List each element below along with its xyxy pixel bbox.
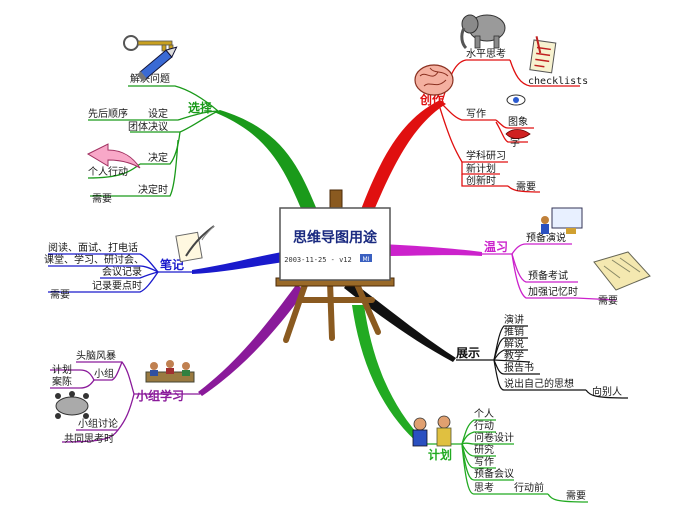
select-item-8: 需要 bbox=[92, 193, 112, 205]
present-item-4: 教学 bbox=[504, 349, 524, 362]
branch-label-create: 创作 bbox=[419, 92, 444, 107]
present-item-2: 推销 bbox=[504, 325, 524, 338]
branch-label-plan: 计划 bbox=[428, 447, 452, 462]
central-title: 思维导图用途 bbox=[293, 229, 378, 246]
create-item-5: 字 bbox=[510, 136, 520, 149]
checklist-icon bbox=[529, 36, 557, 74]
group-item-6: 共同思考时 bbox=[64, 433, 114, 445]
create-item-6: 学科研习 bbox=[466, 149, 506, 162]
eye-icon bbox=[506, 94, 526, 106]
create-item-7: 新计划 bbox=[466, 162, 496, 175]
group-item-5: 小组讨论 bbox=[78, 417, 118, 430]
plan-item-8: 行动前 bbox=[514, 481, 544, 494]
create-item-1: 水平思考 bbox=[466, 48, 506, 60]
plan-item-9: 需要 bbox=[566, 490, 586, 502]
group-item-3: 案陈 bbox=[52, 375, 72, 388]
people-icon bbox=[412, 415, 452, 447]
branch-label-notes: 笔记 bbox=[160, 257, 184, 272]
branch-create-trunk bbox=[360, 100, 446, 215]
round-table-icon bbox=[55, 391, 89, 419]
meeting-icon bbox=[145, 360, 195, 383]
notes-item-4: 需要 bbox=[50, 289, 70, 301]
review-item-4: 需要 bbox=[598, 295, 618, 307]
branch-group bbox=[50, 361, 200, 443]
branch-plan bbox=[422, 419, 589, 503]
central-badge-text: MI bbox=[363, 256, 370, 263]
branch-label-group: 小组学习 bbox=[136, 388, 184, 403]
branch-review-trunk bbox=[380, 244, 482, 256]
key-icon bbox=[123, 35, 174, 52]
group-item-4: 小组 bbox=[94, 367, 114, 380]
classroom-icon bbox=[541, 207, 583, 234]
select-item-5: 决定 bbox=[148, 151, 168, 164]
branch-select-trunk bbox=[214, 110, 318, 218]
plan-item-7: 思考 bbox=[474, 482, 494, 494]
review-item-2: 预备考试 bbox=[528, 269, 568, 282]
create-item-8: 创新时 bbox=[466, 174, 496, 187]
branch-group-trunk bbox=[198, 285, 306, 396]
branch-plan-trunk bbox=[352, 305, 424, 445]
create-item-9: 需要 bbox=[516, 181, 536, 193]
review-item-3: 加强记忆时 bbox=[528, 285, 578, 298]
central-board bbox=[279, 207, 391, 281]
present-item-5: 报告书 bbox=[504, 361, 534, 374]
notes-item-1: 阅读、面试、打电话 bbox=[48, 241, 138, 254]
plan-item-1: 个人 bbox=[474, 408, 494, 420]
branch-notes bbox=[48, 253, 192, 293]
create-item-4: 图象 bbox=[508, 116, 528, 128]
plan-item-2: 行动 bbox=[474, 419, 494, 432]
notes-item-3: 会议记录 bbox=[102, 265, 142, 278]
select-item-7: 决定时 bbox=[138, 183, 168, 196]
branch-label-select: 选择 bbox=[188, 100, 213, 115]
select-item-3: 先后顺序 bbox=[88, 107, 128, 120]
branch-present bbox=[456, 325, 629, 399]
create-item-3: 写作 bbox=[466, 108, 486, 120]
present-item-7: 向别人 bbox=[592, 385, 622, 398]
quill-icon bbox=[175, 225, 215, 263]
present-item-3: 解说 bbox=[504, 337, 524, 350]
branch-review bbox=[482, 243, 617, 301]
plan-item-6: 预备会议 bbox=[474, 467, 514, 480]
branch-label-review: 温习 bbox=[484, 240, 508, 254]
group-item-1: 头脑风暴 bbox=[76, 349, 116, 362]
easel-icon bbox=[275, 189, 395, 343]
branch-create bbox=[439, 59, 580, 193]
select-item-4: 团体决议 bbox=[128, 121, 168, 133]
central-badge bbox=[360, 254, 372, 262]
brain-icon bbox=[414, 64, 454, 96]
present-item-6: 说出自己的思想 bbox=[504, 377, 574, 390]
notes-item-2: 课堂、学习、研讨会、 bbox=[44, 253, 144, 266]
map-icon bbox=[593, 251, 651, 291]
plan-item-5: 写作 bbox=[474, 456, 494, 468]
branch-notes-trunk bbox=[192, 252, 284, 274]
plan-item-3: 问卷设计 bbox=[474, 431, 514, 444]
elephant-icon bbox=[460, 14, 506, 50]
arrow-icon bbox=[86, 143, 141, 169]
group-item-2: 计划 bbox=[52, 363, 72, 376]
plan-item-4: 研究 bbox=[474, 443, 494, 456]
notes-item-5: 记录要点时 bbox=[92, 280, 142, 292]
create-item-2: checklists bbox=[528, 76, 588, 87]
review-item-1: 预备演说 bbox=[526, 231, 566, 244]
central-subtitle: 2003-11-25 - v12 bbox=[284, 256, 351, 264]
present-item-1: 演讲 bbox=[504, 313, 524, 326]
mouth-icon bbox=[505, 129, 531, 139]
select-item-6: 个人行动 bbox=[88, 165, 128, 178]
select-item-2: 设定 bbox=[148, 107, 168, 120]
branch-label-present: 展示 bbox=[456, 346, 480, 360]
pen-icon bbox=[136, 46, 178, 82]
